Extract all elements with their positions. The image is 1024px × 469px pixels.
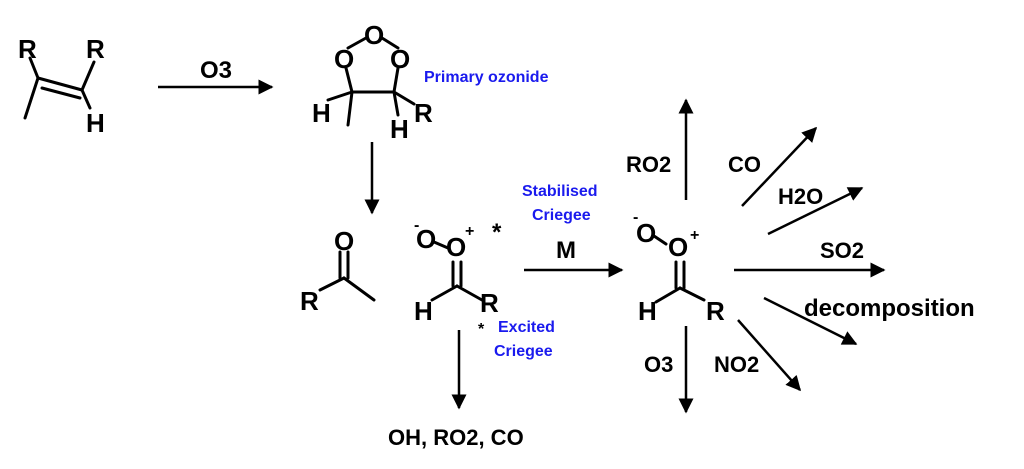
ozonide-bond-r <box>392 90 416 106</box>
co-arrow <box>741 126 818 207</box>
sci-plus: + <box>690 227 699 244</box>
alkene-double-bond-2 <box>40 86 82 100</box>
alkene-double-bond-1 <box>36 76 84 92</box>
primary-ozonide-structure: O O O H H R <box>312 20 433 144</box>
ozonide-bond-2 <box>380 36 400 50</box>
excited-criegee-minus: - <box>414 217 419 234</box>
ozonide-o-left: O <box>334 44 354 74</box>
stabilised-criegee-label-1: Stabilised <box>522 183 598 200</box>
sci-r: R <box>706 296 725 326</box>
no2-arrow <box>737 319 801 392</box>
ketone-o: O <box>334 226 354 256</box>
o3-label: O3 <box>644 352 673 377</box>
ozonide-o-top: O <box>364 20 384 50</box>
alkene-bond-r1 <box>28 56 40 80</box>
primary-ozonide-label: Primary ozonide <box>424 69 549 86</box>
excited-criegee-r: R <box>480 288 499 318</box>
so2-label: SO2 <box>820 238 864 263</box>
sci-h-bond <box>654 286 682 304</box>
alkene-r1: R <box>18 34 37 64</box>
excited-criegee-r-bond <box>455 284 484 302</box>
decomposition-label: decomposition <box>804 295 975 322</box>
excited-criegee-star-2: * <box>478 321 485 338</box>
sci-o-center: O <box>668 232 688 262</box>
ketone-r: R <box>300 286 319 316</box>
ozonide-h-left: H <box>312 98 331 128</box>
alkene-h: H <box>86 108 105 138</box>
stabilised-criegee-structure: - O O + H R <box>633 209 725 326</box>
alkene-bond-h <box>80 88 92 110</box>
excited-criegee-label-1: Excited <box>498 319 555 336</box>
excited-criegee-structure: - O O + * H R * <box>414 217 502 338</box>
ozonide-bond-4 <box>392 66 400 94</box>
sci-r-bond <box>678 286 706 302</box>
alkene-bond-methyl <box>23 76 40 120</box>
ozonide-r: R <box>414 98 433 128</box>
h2o-arrow <box>767 186 864 236</box>
alkene-structure: R R H <box>18 34 105 138</box>
ozonide-bond-1 <box>346 36 368 50</box>
excited-criegee-h-bond <box>430 284 459 302</box>
ro2-label: RO2 <box>626 152 671 177</box>
ozonide-bond-3 <box>344 66 354 94</box>
co-label: CO <box>728 152 761 177</box>
stabilised-criegee-label-2: Criegee <box>532 207 591 224</box>
alkene-r2: R <box>86 34 105 64</box>
ozonide-o-right: O <box>390 44 410 74</box>
excited-decomposition-products: OH, RO2, CO <box>388 425 524 450</box>
alkene-bond-r2 <box>80 60 96 92</box>
excited-criegee-star: * <box>492 219 502 246</box>
no2-label: NO2 <box>714 352 759 377</box>
ketone-structure: O R <box>300 226 376 316</box>
excited-criegee-o-center: O <box>446 232 466 262</box>
ketone-bond-methyl <box>342 276 376 302</box>
sci-h: H <box>638 296 657 326</box>
sci-o-terminal: O <box>636 218 656 248</box>
decomposition-arrow-sci <box>763 296 858 346</box>
excited-criegee-h: H <box>414 296 433 326</box>
ketone-bond-r <box>318 276 346 292</box>
ozonide-bond-h2 <box>392 90 400 117</box>
excited-criegee-label-2: Criegee <box>494 343 553 360</box>
excited-criegee-o-terminal: O <box>416 224 436 254</box>
sci-oo-bond <box>652 234 668 246</box>
excited-criegee-oo-bond <box>432 240 450 250</box>
excited-criegee-plus: + <box>465 223 474 240</box>
ozonide-h-right: H <box>390 114 409 144</box>
h2o-label: H2O <box>778 184 823 209</box>
ozonide-bond-h1 <box>326 90 354 102</box>
third-body-reagent: M <box>556 237 576 264</box>
ozone-reagent: O3 <box>200 57 232 84</box>
ozonide-bond-methyl <box>346 90 354 127</box>
sci-minus: - <box>633 209 638 226</box>
